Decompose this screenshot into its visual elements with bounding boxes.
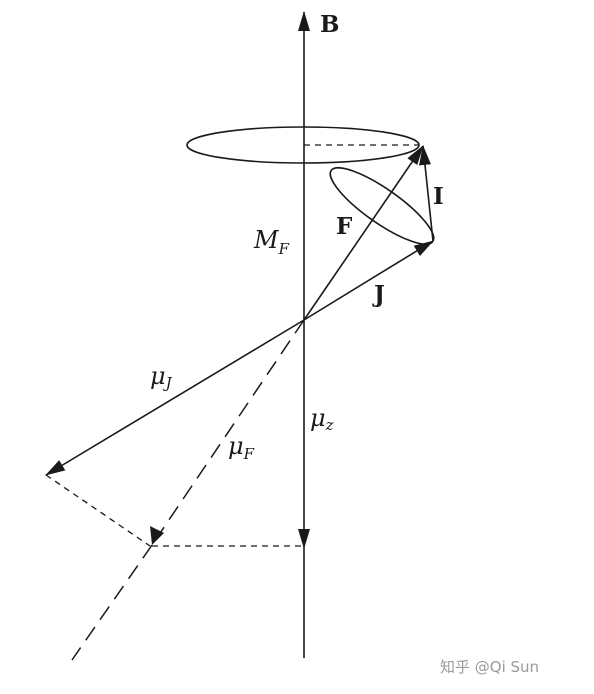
f-vector [303, 145, 424, 321]
mu-f-arrowhead [150, 526, 164, 545]
label-b: B [320, 11, 339, 38]
label-mu-f: μF [228, 432, 255, 463]
mu-j-projection-dashed [45, 474, 151, 547]
label-mu-j: μJ [150, 362, 173, 392]
mu-f-vector [151, 319, 305, 546]
mu-f-extension [71, 544, 153, 661]
label-j: J [372, 281, 385, 308]
label-i: I [433, 183, 444, 210]
label-f: F [336, 213, 353, 240]
label-mf: MF [253, 226, 290, 258]
mu-j-vector [45, 319, 305, 476]
j-vector [303, 240, 434, 321]
label-mu-z: μz [310, 404, 334, 434]
watermark: 知乎 @Qi Sun [440, 658, 539, 676]
i-vector [419, 145, 434, 242]
ij-precession-ellipse [329, 167, 435, 245]
